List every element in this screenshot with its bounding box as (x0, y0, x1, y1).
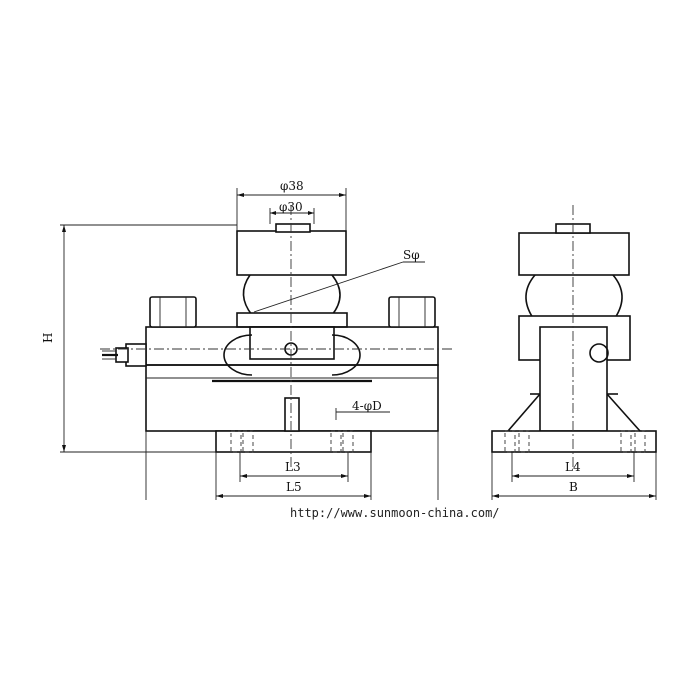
l5-label: L5 (286, 480, 302, 494)
front-view (100, 205, 455, 470)
left-bolt (149, 296, 197, 328)
top-cap (236, 230, 347, 276)
website-url: http://www.sunmoon-china.com/ (290, 506, 500, 520)
sphi-leader (253, 261, 404, 313)
front-dimensions: φ38 φ30 Sφ H 4-φD L3 (41, 179, 439, 500)
top-cap-pin (275, 223, 311, 233)
l3-label: L3 (285, 460, 301, 474)
side-top-cap (518, 232, 630, 276)
right-half-moon (331, 334, 361, 376)
right-bolt (388, 296, 436, 328)
cable-gland (102, 343, 147, 367)
side-ball-right-arc (612, 274, 623, 319)
side-view (491, 205, 657, 470)
side-base-plate (491, 430, 657, 453)
side-dimensions: L4 B (491, 452, 657, 500)
right-gusset (606, 393, 641, 432)
side-body (539, 326, 608, 432)
b-label: B (569, 480, 578, 494)
upper-seat (236, 312, 348, 328)
left-gusset (507, 393, 541, 432)
ball-right-arc (331, 274, 341, 316)
l4-label: L4 (565, 460, 581, 474)
phi30-label: φ30 (279, 200, 303, 214)
center-pin (284, 397, 300, 432)
side-pin-hole (589, 343, 609, 363)
sphi-label: Sφ (403, 248, 420, 262)
side-ball-left-arc (525, 274, 536, 319)
phi38-label: φ38 (280, 179, 304, 193)
base-plate (215, 430, 372, 453)
left-half-moon (223, 334, 253, 376)
ball-left-arc (242, 274, 253, 316)
holes-label: 4-φD (352, 399, 382, 413)
height-label: H (41, 333, 55, 343)
